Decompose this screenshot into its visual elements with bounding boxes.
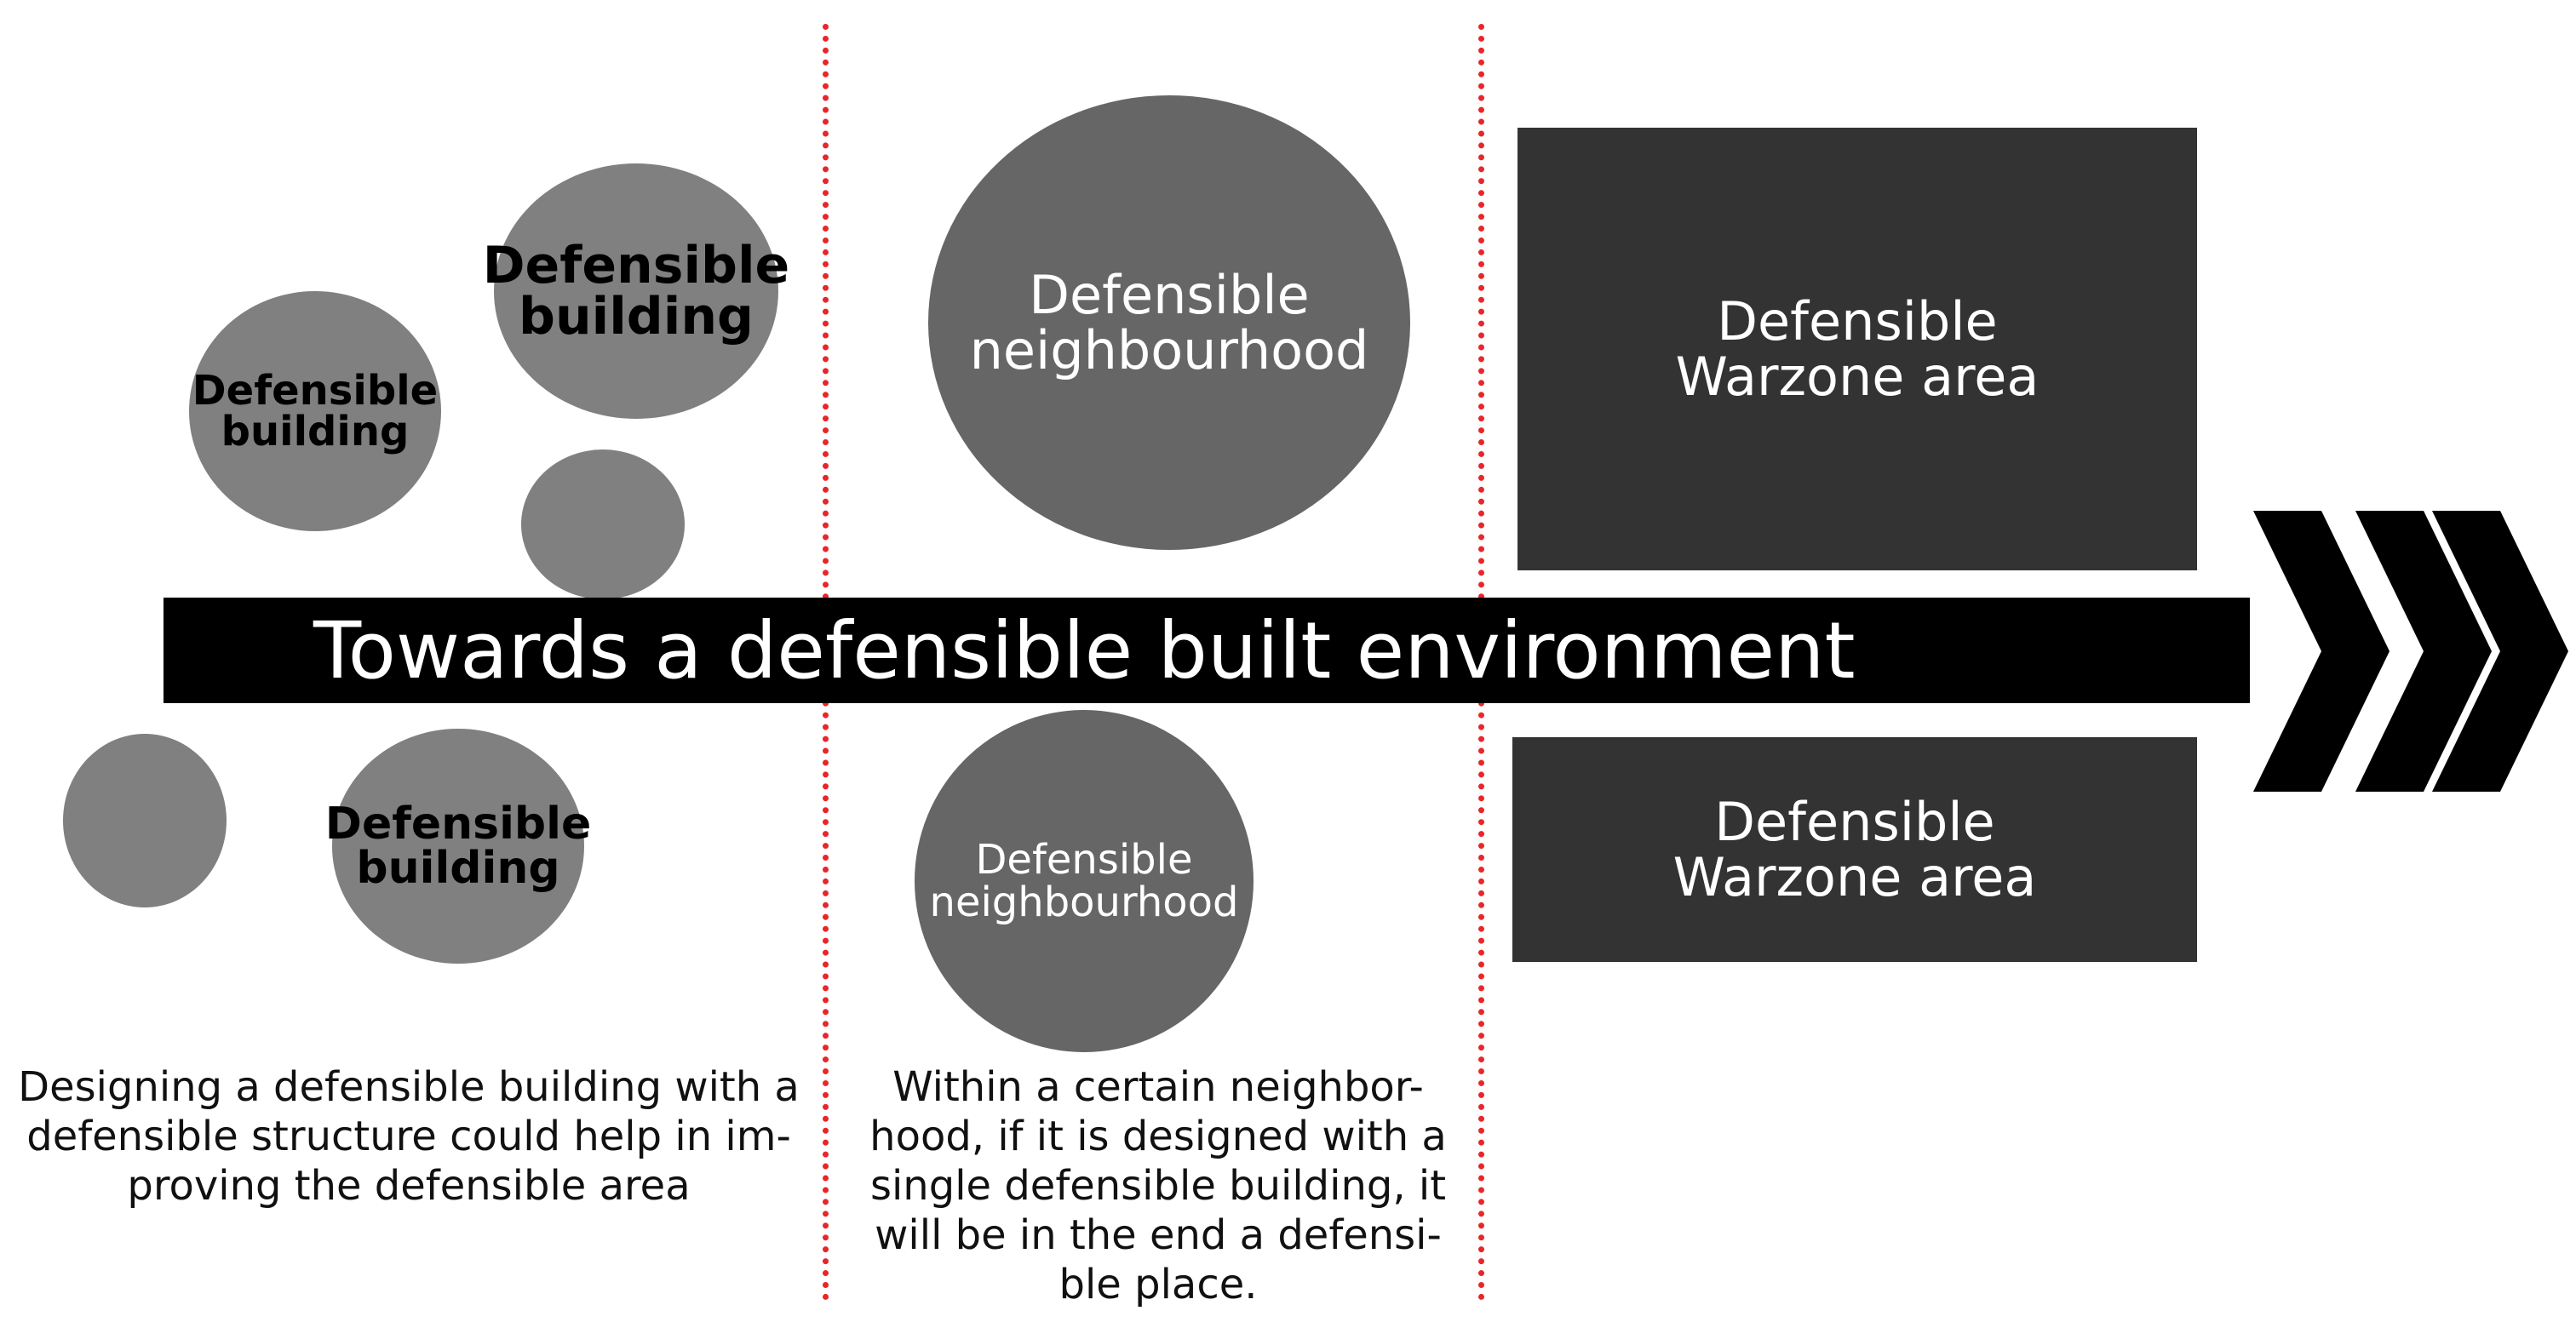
- building-label-line1: Defensible: [324, 799, 592, 850]
- warzone-label-line1: Defensible: [1717, 289, 1998, 352]
- neighbourhood-label-line1: Defensible: [1029, 263, 1310, 326]
- caption-left-line: defensible structure could help in im-: [26, 1113, 791, 1160]
- warzone-label-line1: Defensible: [1714, 790, 1995, 853]
- building-label-line1: Defensible: [482, 236, 790, 295]
- title-banner: [164, 598, 2250, 703]
- chevron-2: [2355, 511, 2492, 792]
- chevron-1: [2253, 511, 2390, 792]
- small-circle-upper: [521, 449, 685, 599]
- triple-chevron-right-icon: [2253, 511, 2568, 792]
- building-circle-bottom: Defensible building: [325, 729, 591, 964]
- caption-left-line: Designing a defensible building with a: [18, 1063, 800, 1111]
- warzone-box-top: Defensible Warzone area: [1517, 128, 2197, 570]
- caption-middle-line: will be in the end a defensi-: [875, 1211, 1442, 1259]
- caption-left-line: proving the defensible area: [127, 1162, 691, 1210]
- caption-middle-line: single defensible building, it: [869, 1162, 1447, 1210]
- chevron-3: [2432, 511, 2568, 792]
- building-label-line2: building: [221, 408, 410, 455]
- small-circle-lower: [63, 734, 227, 907]
- neighbourhood-label-line2: neighbourhood: [969, 319, 1369, 381]
- caption-middle-line: Within a certain neighbor-: [892, 1063, 1424, 1111]
- banner-title: Towards a defensible built environment: [313, 604, 1856, 696]
- warzone-label-line2: Warzone area: [1672, 846, 2037, 908]
- building-circle-top-right: Defensible building: [483, 163, 789, 419]
- warzone-box-bottom: Defensible Warzone area: [1512, 737, 2197, 962]
- warzone-label-line2: Warzone area: [1675, 346, 2040, 408]
- caption-left: Designing a defensible building with a d…: [9, 1062, 809, 1211]
- caption-middle-line: ble place.: [1059, 1261, 1258, 1308]
- neighbourhood-label-line2: neighbourhood: [929, 879, 1239, 926]
- neighbourhood-label-line1: Defensible: [975, 835, 1193, 884]
- caption-middle-line: hood, if it is designed with a: [869, 1113, 1447, 1160]
- building-label-line1: Defensible: [192, 367, 439, 415]
- building-circle-top-left: Defensible building: [189, 291, 441, 531]
- building-label-line2: building: [519, 287, 754, 346]
- neighbourhood-circle-small: Defensible neighbourhood: [915, 710, 1254, 1052]
- neighbourhood-circle-large: Defensible neighbourhood: [928, 95, 1410, 550]
- caption-middle: Within a certain neighbor- hood, if it i…: [852, 1062, 1465, 1309]
- building-label-line2: building: [356, 843, 560, 894]
